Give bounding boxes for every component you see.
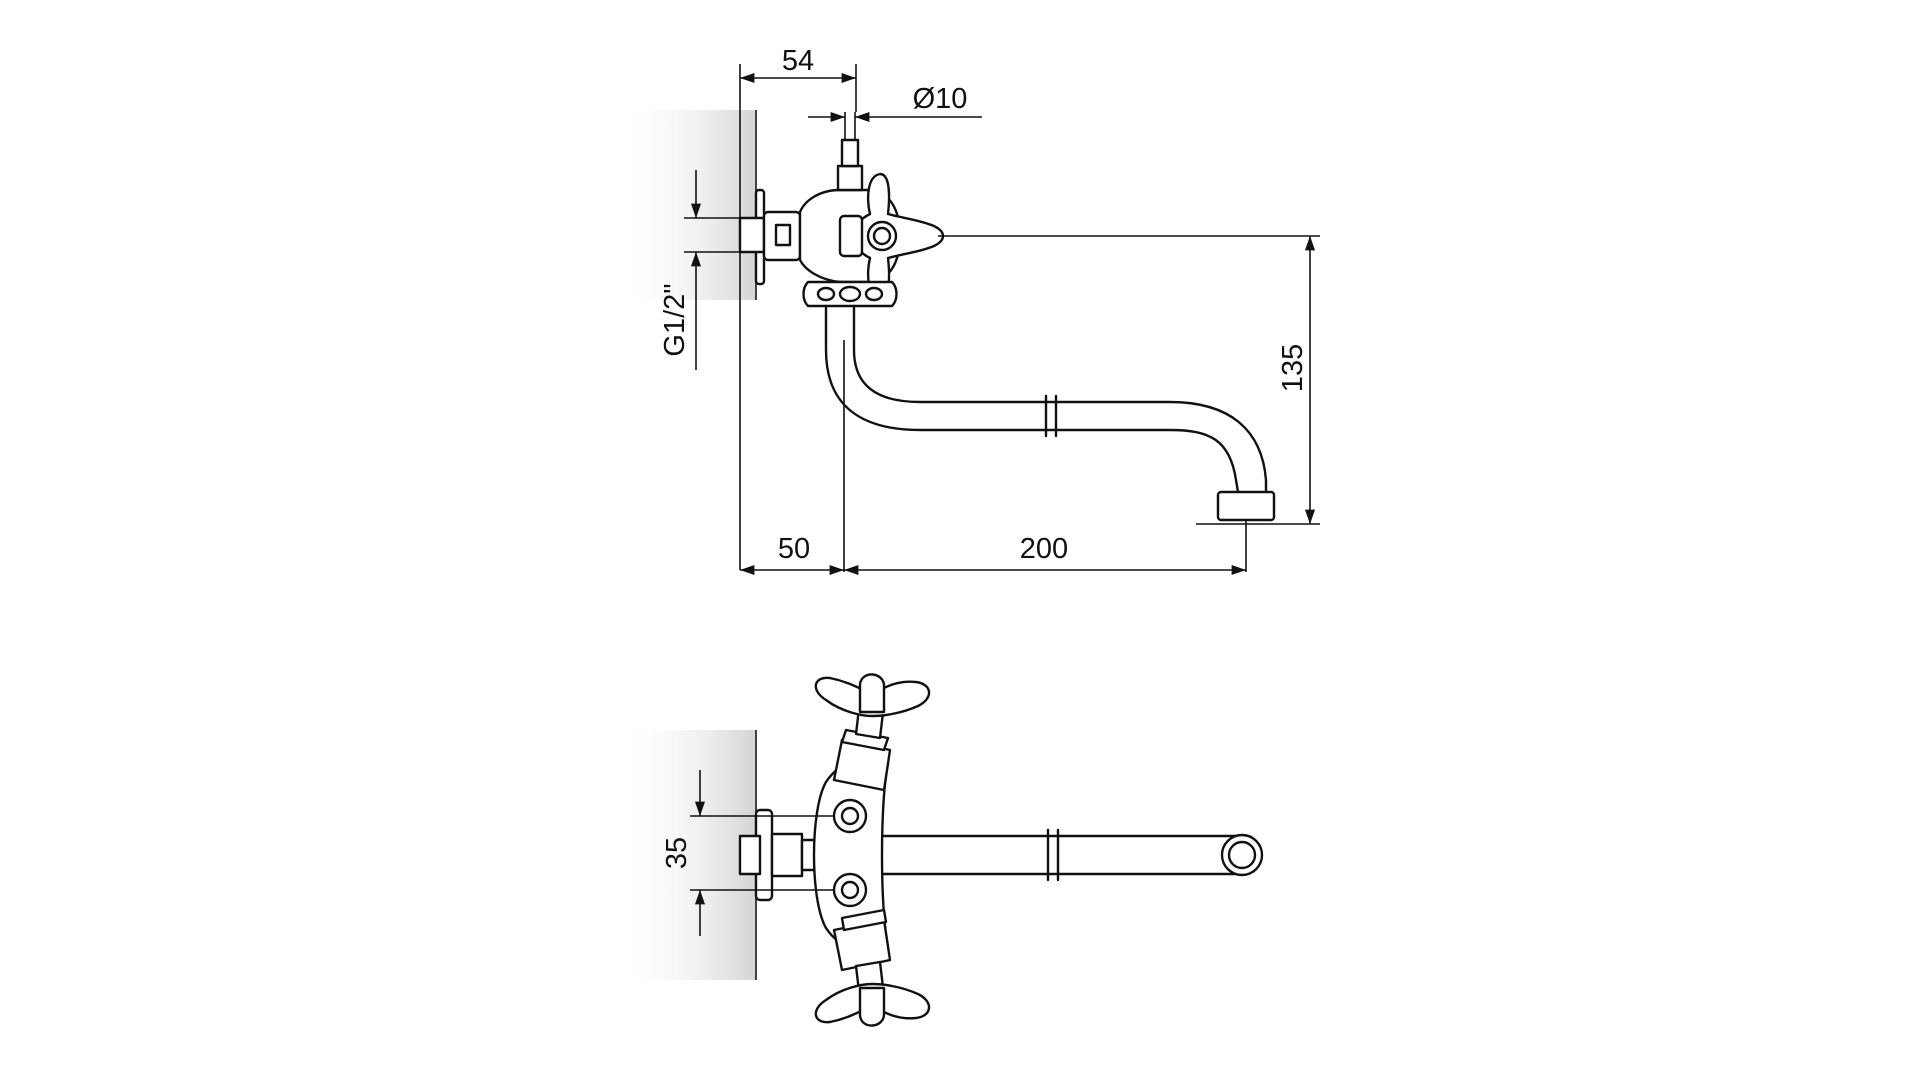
spout-top xyxy=(878,834,1260,876)
label-54: 54 xyxy=(782,45,814,77)
lower-handle-cap xyxy=(858,986,886,1027)
label-d10: Ø10 xyxy=(913,83,968,115)
spout-outlet-inner xyxy=(1227,840,1257,870)
union-eye-left xyxy=(816,286,836,302)
union-eye-mid xyxy=(838,285,862,303)
label-50: 50 xyxy=(778,533,810,565)
label-35: 35 xyxy=(661,837,693,869)
lower-bonnet-ring xyxy=(840,908,888,932)
connector-top xyxy=(738,834,762,876)
wall-shadow-bottom xyxy=(620,730,755,980)
handle-hub-inner xyxy=(872,226,892,246)
wall-shadow-top xyxy=(620,110,755,300)
top-view: 35 xyxy=(620,673,1264,1027)
valve-port-top-inner xyxy=(840,806,860,826)
handle-collar xyxy=(838,214,864,258)
aerator xyxy=(1216,490,1276,522)
label-thread: G1/2" xyxy=(659,283,691,356)
label-200: 200 xyxy=(1020,533,1068,565)
top-stem xyxy=(836,164,864,192)
nut-top xyxy=(770,832,804,878)
label-135: 135 xyxy=(1277,344,1309,392)
union-eye-right xyxy=(864,286,884,302)
spout-inner xyxy=(852,304,1268,494)
nut-window xyxy=(774,223,792,247)
spout xyxy=(824,304,1240,494)
inlet-connector xyxy=(738,216,766,254)
valve-port-bottom-inner xyxy=(840,880,860,900)
upper-handle-cap xyxy=(858,673,886,714)
side-view: 54 Ø10 G1/2" 135 50 200 xyxy=(620,45,1320,576)
top-stem-cap xyxy=(840,138,860,168)
